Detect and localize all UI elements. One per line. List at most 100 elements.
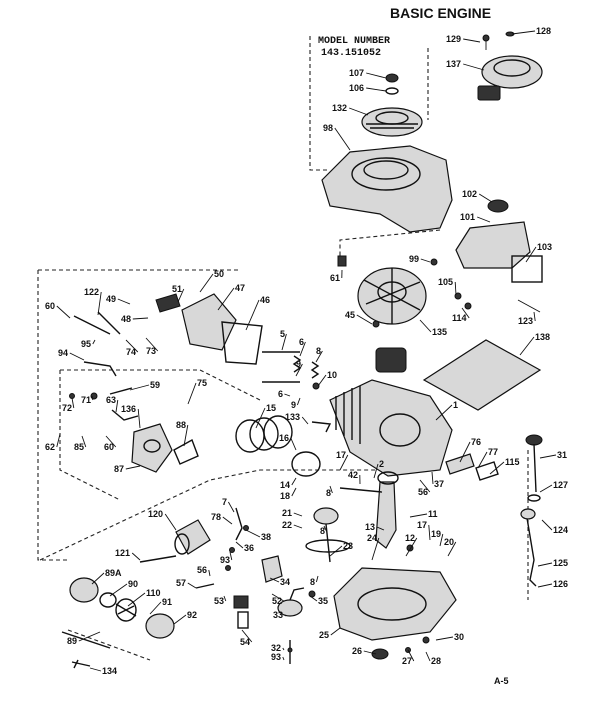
part-134-mark [72,660,90,668]
leader-line-102 [479,194,492,202]
callout-127: 127 [553,480,568,490]
callout-59: 59 [150,380,160,390]
callout-93: 93 [271,652,281,662]
leader-line-134 [90,668,101,671]
leader-line-30 [436,637,453,640]
leader-line-7 [228,502,234,512]
leader-line-107 [366,73,386,78]
callout-11: 11 [428,509,438,519]
leader-line-22 [294,525,302,528]
callout-2: 2 [379,459,384,469]
callout-26: 26 [352,646,362,656]
callout-17: 17 [336,450,346,460]
leader-line-132 [349,108,368,115]
leader-line-92 [174,615,186,624]
carburetor-cover-parts-46-51 [74,294,262,364]
leader-line-137 [463,64,484,70]
callout-128: 128 [536,26,551,36]
callout-30: 30 [454,632,464,642]
callout-134: 134 [102,666,117,676]
leader-line-127 [540,485,552,492]
leader-line-72 [72,398,74,408]
callout-60: 60 [45,301,55,311]
callout-71: 71 [81,395,91,405]
callout-28: 28 [431,656,441,666]
callout-21: 21 [282,508,292,518]
muffler-part-120 [140,520,210,562]
callout-12: 12 [405,533,415,543]
callout-7: 7 [222,497,227,507]
page-reference: A-5 [494,676,509,686]
leader-line-57 [188,583,196,588]
callout-49: 49 [106,294,116,304]
recoil-starter-part-137 [478,32,542,100]
leader-line-31 [540,455,556,458]
callout-31: 31 [557,450,567,460]
leader-line-48 [133,318,148,319]
nut-washer-parts-107-106 [386,74,398,94]
callout-123: 123 [518,316,533,326]
callout-99: 99 [409,254,419,264]
leader-line-8 [316,576,318,582]
callout-6: 6 [299,337,304,347]
callout-88: 88 [176,420,186,430]
breather-parts-52-57 [196,556,282,628]
leader-line-21 [294,513,302,516]
callout-77: 77 [488,447,498,457]
gasket-sheet-part-138 [424,340,540,410]
callout-22: 22 [282,520,292,530]
callout-137: 137 [446,59,461,69]
callout-9: 9 [291,400,296,410]
callout-120: 120 [148,509,163,519]
leader-line-14 [292,478,296,485]
leader-line-129 [463,39,480,42]
leader-line-25 [331,628,340,635]
leader-line-91 [150,602,161,614]
leader-line-138 [520,337,534,355]
callout-89: 89 [67,636,77,646]
leader-line-49 [118,299,130,304]
callout-42: 42 [348,470,358,480]
callout-105: 105 [438,277,453,287]
callout-132: 132 [332,103,347,113]
callout-34: 34 [280,577,290,587]
valves-springs-parts-5-10 [262,352,319,389]
leader-line-56 [209,570,210,576]
leader-line-106 [366,88,386,91]
callout-62: 62 [45,442,55,452]
callout-90: 90 [128,579,138,589]
callout-33: 33 [273,610,283,620]
callout-122: 122 [84,287,99,297]
callout-20: 20 [444,537,454,547]
leader-line-28 [426,652,430,661]
callout-115: 115 [505,457,520,467]
leader-line-17 [429,525,430,540]
leader-line-89A [92,573,104,584]
leader-line-38 [246,530,260,537]
leader-line-53 [224,596,226,601]
leader-line-89 [79,632,100,641]
leader-line-128 [512,31,535,34]
callout-85: 85 [74,442,84,452]
callout-72: 72 [62,403,72,413]
callout-133: 133 [285,412,300,422]
leader-line-60 [57,306,70,318]
callout-47: 47 [235,283,245,293]
callout-10: 10 [327,370,337,380]
leader-line-59 [130,385,149,390]
callout-1: 1 [453,400,458,410]
callout-126: 126 [553,579,568,589]
leader-line-63 [116,400,118,412]
diagram-title: BASIC ENGINE [390,5,491,21]
model-number-value: 143.151052 [321,48,381,59]
leader-line-99 [421,259,430,262]
callout-75: 75 [197,378,207,388]
leader-line-133 [302,417,308,424]
flywheel-part-135 [358,268,426,324]
leader-line-120 [165,514,176,530]
callout-13: 13 [365,522,375,532]
callout-138: 138 [535,332,550,342]
callout-124: 124 [553,525,568,535]
leader-line-6 [284,394,290,396]
